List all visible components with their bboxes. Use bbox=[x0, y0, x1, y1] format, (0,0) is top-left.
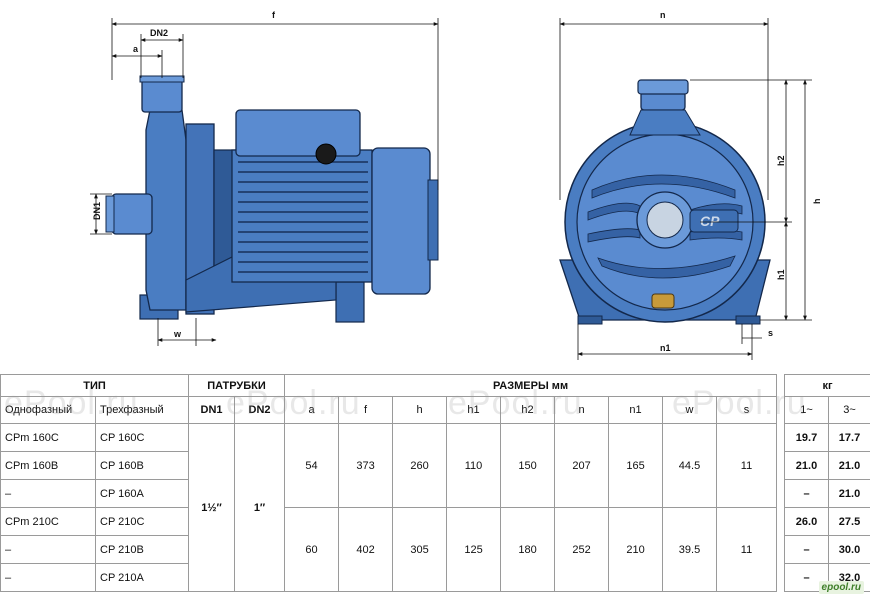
front-view-dimensions bbox=[559, 18, 812, 360]
cell-n: 207 bbox=[554, 423, 610, 508]
table-row: – CP 160A – 21.0 bbox=[0, 479, 870, 508]
cell-a: 54 bbox=[284, 423, 340, 508]
cell-three: CP 210C bbox=[94, 507, 190, 536]
table-row: CPm 160B CP 160B 21.0 21.0 bbox=[0, 451, 870, 480]
cell-weight-1ph: 26.0 bbox=[784, 507, 830, 536]
cell-single: – bbox=[0, 535, 96, 564]
col-single-phase: Однофазный bbox=[0, 396, 96, 424]
table-row: – CP 210B – 30.0 bbox=[0, 535, 870, 564]
dim-label-h2: h2 bbox=[776, 155, 786, 166]
cell-three: CP 160C bbox=[94, 423, 190, 452]
cell-three: CP 160A bbox=[94, 479, 190, 508]
header-type: ТИП bbox=[0, 374, 190, 397]
cell-h2: 180 bbox=[500, 507, 556, 592]
cell-weight-1ph: – bbox=[784, 535, 830, 564]
cell-dn1: 1½″ bbox=[188, 423, 236, 592]
cell-single: – bbox=[0, 563, 96, 592]
cell-three: CP 210A bbox=[94, 563, 190, 592]
spec-table: ТИП ПАТРУБКИ РАЗМЕРЫ мм кг Однофазный Тр… bbox=[0, 374, 870, 592]
col-dn2: DN2 bbox=[234, 396, 286, 424]
cell-w: 39.5 bbox=[662, 507, 718, 592]
cell-three: CP 210B bbox=[94, 535, 190, 564]
table-row: CPm 210C CP 210C 60 402 305 125 180 252 … bbox=[0, 507, 870, 592]
dim-label-n1: n1 bbox=[660, 343, 671, 353]
col-s: s bbox=[716, 396, 778, 424]
cell-h1: 125 bbox=[446, 507, 502, 592]
cell-weight-3ph: 17.7 bbox=[828, 423, 870, 452]
cp-badge-label: CP bbox=[700, 213, 720, 229]
pump-drawings: f DN2 a DN1 w CP bbox=[90, 10, 822, 360]
cell-three: CP 160B bbox=[94, 451, 190, 480]
side-view-dimensions bbox=[90, 18, 439, 346]
cell-f: 373 bbox=[338, 423, 394, 508]
cell-s: 11 bbox=[716, 423, 778, 508]
dim-label-dn1: DN1 bbox=[92, 202, 102, 220]
cell-weight-1ph: 19.7 bbox=[784, 423, 830, 452]
table-row: – CP 210A – 32.0 bbox=[0, 563, 870, 592]
cell-single: CPm 160C bbox=[0, 423, 96, 452]
dim-label-h: h bbox=[812, 199, 822, 205]
cell-f: 402 bbox=[338, 507, 394, 592]
cell-n1: 210 bbox=[608, 507, 664, 592]
cell-weight-3ph: 21.0 bbox=[828, 479, 870, 508]
cell-single: CPm 210C bbox=[0, 507, 96, 536]
table-header-groups: ТИП ПАТРУБКИ РАЗМЕРЫ мм кг bbox=[0, 374, 870, 592]
cell-h: 260 bbox=[392, 423, 448, 508]
col-a: a bbox=[284, 396, 340, 424]
col-weight-1ph: 1~ bbox=[784, 396, 830, 424]
col-dn1: DN1 bbox=[188, 396, 236, 424]
col-f: f bbox=[338, 396, 394, 424]
pump-side-view bbox=[105, 75, 439, 323]
header-weight: кг bbox=[784, 374, 870, 397]
dim-label-dn2: DN2 bbox=[150, 28, 168, 38]
pump-front-view: CP bbox=[559, 79, 771, 325]
col-h1: h1 bbox=[446, 396, 502, 424]
table-gap bbox=[776, 374, 786, 592]
header-ports: ПАТРУБКИ bbox=[188, 374, 286, 397]
dim-label-f: f bbox=[272, 10, 276, 20]
table-header-columns: Однофазный Трехфазный DN1 DN2 a f h h1 h… bbox=[0, 396, 870, 424]
cell-s: 11 bbox=[716, 507, 778, 592]
col-h: h bbox=[392, 396, 448, 424]
cell-weight-1ph: 21.0 bbox=[784, 451, 830, 480]
col-n: n bbox=[554, 396, 610, 424]
dim-label-a: a bbox=[133, 44, 139, 54]
dim-label-h1: h1 bbox=[776, 269, 786, 280]
cell-h1: 110 bbox=[446, 423, 502, 508]
dim-label-w: w bbox=[173, 329, 182, 339]
cell-single: CPm 160B bbox=[0, 451, 96, 480]
cell-h: 305 bbox=[392, 507, 448, 592]
col-three-phase: Трехфазный bbox=[94, 396, 190, 424]
cell-weight-3ph: 21.0 bbox=[828, 451, 870, 480]
cell-dn2: 1″ bbox=[234, 423, 286, 592]
cell-weight-3ph: 30.0 bbox=[828, 535, 870, 564]
dim-label-s: s bbox=[768, 328, 773, 338]
col-weight-3ph: 3~ bbox=[828, 396, 870, 424]
cell-n1: 165 bbox=[608, 423, 664, 508]
header-dimensions: РАЗМЕРЫ мм bbox=[284, 374, 778, 397]
table-row: CPm 160C CP 160C 1½″ 1″ 54 373 260 110 1… bbox=[0, 423, 870, 592]
cell-h2: 150 bbox=[500, 423, 556, 508]
cell-w: 44.5 bbox=[662, 423, 718, 508]
site-logo: epool.ru bbox=[818, 581, 864, 594]
cell-a: 60 bbox=[284, 507, 340, 592]
col-w: w bbox=[662, 396, 718, 424]
cell-weight-3ph: 27.5 bbox=[828, 507, 870, 536]
dim-label-n: n bbox=[660, 10, 666, 20]
cell-n: 252 bbox=[554, 507, 610, 592]
cell-weight-1ph: – bbox=[784, 479, 830, 508]
col-h2: h2 bbox=[500, 396, 556, 424]
col-n1: n1 bbox=[608, 396, 664, 424]
cell-single: – bbox=[0, 479, 96, 508]
